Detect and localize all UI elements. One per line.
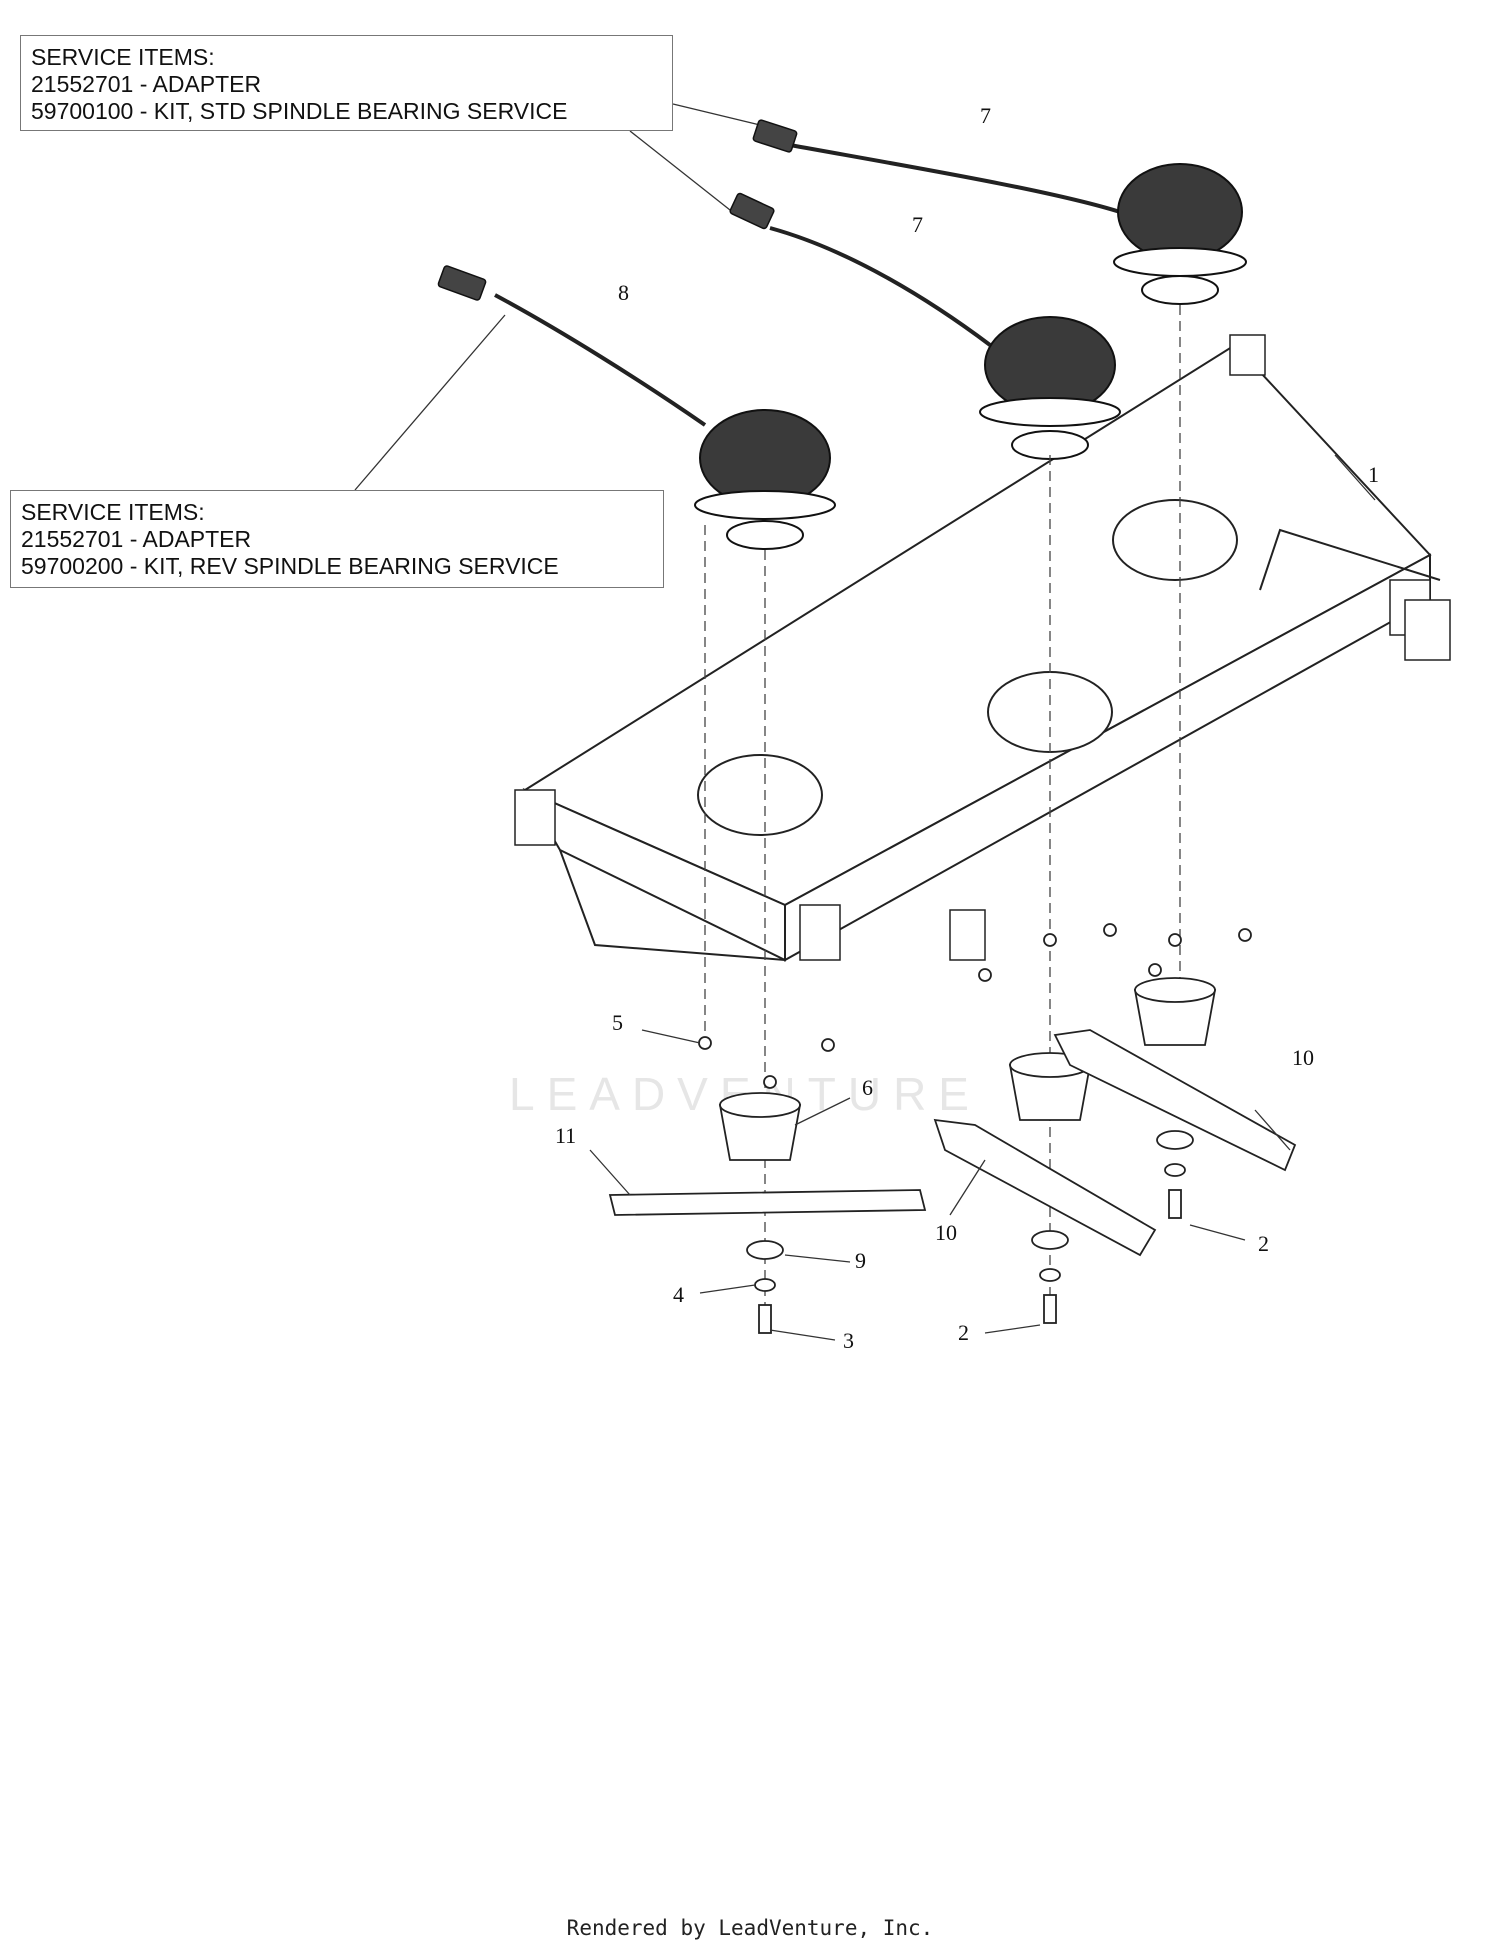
- callout-7-middle: 7: [912, 212, 923, 237]
- service-item-std-kit: 59700100 - KIT, STD SPINDLE BEARING SERV…: [31, 98, 568, 124]
- footer-credit: Rendered by LeadVenture, Inc.: [566, 1916, 934, 1940]
- service-item-rev-kit: 59700200 - KIT, REV SPINDLE BEARING SERV…: [21, 553, 559, 579]
- service-item-adapter: 21552701 - ADAPTER: [21, 526, 252, 552]
- service-items-heading: SERVICE ITEMS:: [31, 44, 215, 70]
- callout-10-center: 10: [935, 1220, 957, 1245]
- blade-hardware: [608, 923, 1297, 1334]
- service-items-box-rev: SERVICE ITEMS: 21552701 - ADAPTER 597002…: [10, 490, 664, 588]
- callout-5: 5: [612, 1010, 623, 1035]
- callout-10-right: 10: [1292, 1045, 1314, 1070]
- service-items-box-std: SERVICE ITEMS: 21552701 - ADAPTER 597001…: [20, 35, 673, 131]
- callout-2-right: 2: [1258, 1231, 1269, 1256]
- service-items-heading: SERVICE ITEMS:: [21, 499, 205, 525]
- callout-3: 3: [843, 1328, 854, 1353]
- callout-7-top: 7: [980, 103, 991, 128]
- callout-1: 1: [1368, 462, 1379, 487]
- spindle-housings: [694, 163, 1247, 550]
- callout-labels: 1 2 2 3 4 5 6 7 7 8 9 10 10 11: [555, 103, 1379, 1353]
- callout-4: 4: [673, 1282, 684, 1307]
- callout-9: 9: [855, 1248, 866, 1273]
- callout-6: 6: [862, 1075, 873, 1100]
- service-leader-lines: [354, 103, 761, 491]
- connector-icon: [437, 119, 798, 301]
- callout-11: 11: [555, 1123, 576, 1148]
- mower-deck: [522, 343, 1441, 962]
- deck-brackets: [514, 334, 1451, 961]
- spindle-cables: [494, 143, 1121, 427]
- service-item-adapter: 21552701 - ADAPTER: [31, 71, 262, 97]
- callout-leader-lines: [589, 454, 1376, 1341]
- callout-8: 8: [618, 280, 629, 305]
- callout-2-center: 2: [958, 1320, 969, 1345]
